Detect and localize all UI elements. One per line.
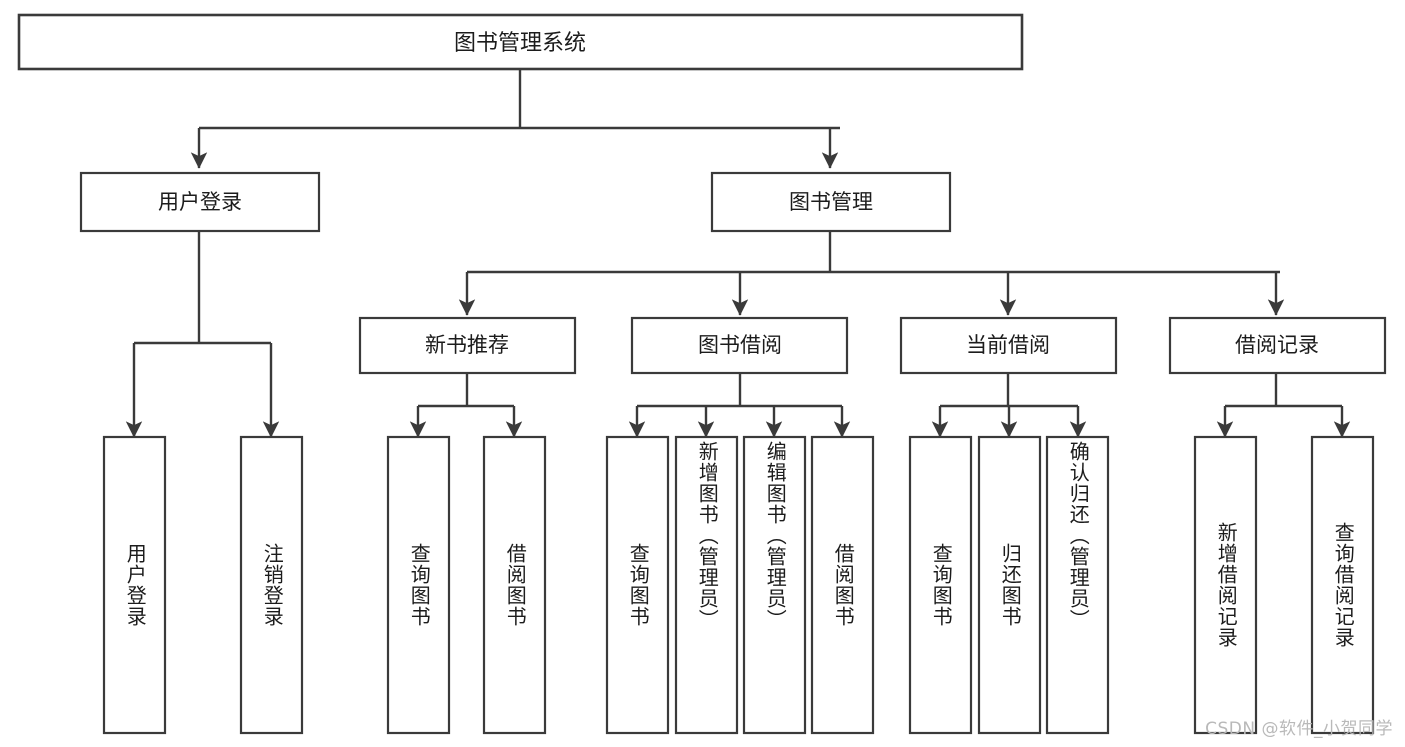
node-root-label: 图书管理系统 (454, 31, 586, 56)
connector-borrowrecord-to-leaves (1216, 374, 1351, 438)
node-leaf-user-login[interactable] (102, 435, 167, 735)
node-leaf-confirm-return[interactable] (1045, 435, 1110, 735)
connector-root-to-level2 (190, 69, 840, 169)
connector-bookmgmt-to-level3 (458, 232, 1285, 316)
connector-userlogin-to-leaves (125, 232, 280, 438)
node-current-borrow[interactable]: 当前借阅 (899, 316, 1118, 375)
node-leaf-add-record[interactable] (1193, 435, 1258, 735)
node-leaf-query-book-2[interactable] (605, 435, 670, 735)
connector-bookborrow-to-leaves (628, 374, 851, 438)
node-borrow-record-label: 借阅记录 (1235, 333, 1319, 357)
node-book-borrow[interactable]: 图书借阅 (630, 316, 849, 375)
node-leaf-borrow-book-1[interactable] (482, 435, 547, 735)
node-user-login[interactable]: 用户登录 (79, 171, 321, 233)
connector-currentborrow-to-leaves (931, 374, 1087, 438)
node-book-borrow-label: 图书借阅 (698, 333, 782, 357)
node-leaf-return-book[interactable] (977, 435, 1042, 735)
node-book-management[interactable]: 图书管理 (710, 171, 952, 233)
node-root[interactable]: 图书管理系统 (17, 13, 1024, 71)
node-book-management-label: 图书管理 (789, 190, 873, 214)
node-borrow-record[interactable]: 借阅记录 (1168, 316, 1387, 375)
node-new-book-recommend[interactable]: 新书推荐 (358, 316, 577, 375)
node-current-borrow-label: 当前借阅 (966, 333, 1050, 357)
node-user-login-label: 用户登录 (158, 190, 242, 214)
csdn-watermark: CSDN @软件_小贺同学 (1205, 719, 1393, 739)
node-leaf-query-book-1[interactable] (386, 435, 451, 735)
node-new-book-recommend-label: 新书推荐 (425, 333, 509, 357)
connector-newbook-to-leaves (409, 374, 523, 438)
node-leaf-logout-login[interactable] (239, 435, 304, 735)
node-leaf-add-book[interactable] (674, 435, 739, 735)
node-leaf-edit-book[interactable] (742, 435, 807, 735)
node-leaf-borrow-book-2[interactable] (810, 435, 875, 735)
node-leaf-query-book-3[interactable] (908, 435, 973, 735)
node-leaf-query-record[interactable] (1310, 435, 1375, 735)
